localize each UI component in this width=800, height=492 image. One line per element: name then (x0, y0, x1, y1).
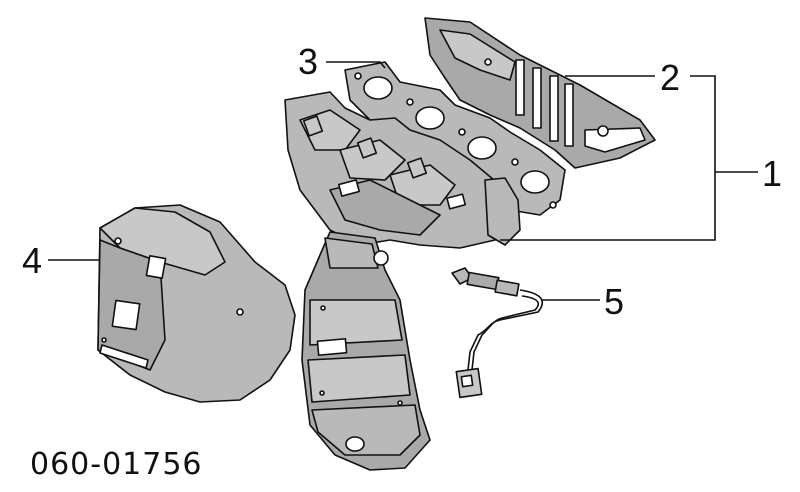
manifold-heat-shield (424, 17, 656, 169)
callout-2: 2 (660, 57, 680, 98)
callout-1: 1 (762, 153, 782, 194)
callout-3: 3 (298, 41, 318, 82)
callout-4: 4 (22, 240, 42, 281)
manifold-gasket (344, 61, 566, 216)
callout-5: 5 (604, 281, 624, 322)
oxygen-sensor (451, 267, 544, 399)
exhaust-manifold (284, 91, 521, 249)
catalytic-converter (301, 231, 431, 471)
diagram-code: 060-01756 (30, 447, 203, 482)
converter-heat-shield (97, 204, 296, 403)
leader-lines (48, 61, 758, 301)
